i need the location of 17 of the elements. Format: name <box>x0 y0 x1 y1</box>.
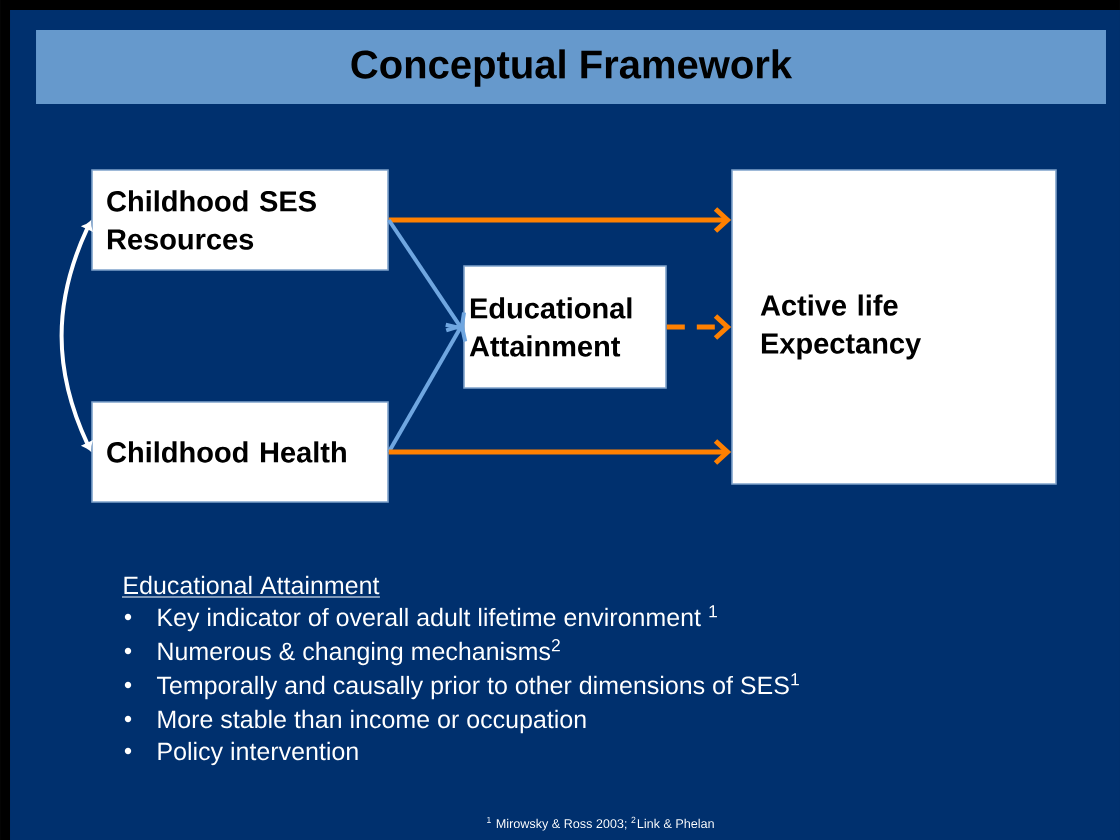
title-banner: Conceptual Framework <box>36 30 1106 104</box>
bullet-text: Temporally and causally prior to other dimensions of SES$^{1}$ <box>157 673 799 700</box>
process-box: Childhood Health <box>91 401 389 503</box>
bullet-text: More stable than income or occupation <box>158 709 586 734</box>
arrow <box>388 439 732 465</box>
arrow <box>387 323 468 453</box>
arrow <box>388 207 732 233</box>
process-box: Active life Expectancy <box>731 169 1057 485</box>
process-box: Educational Attainment <box>463 265 667 389</box>
arrow <box>666 314 732 340</box>
bullet-text: Key indicator of overall adult lifetime environment $^{1}$ <box>158 605 717 632</box>
arrow <box>59 221 93 451</box>
arrow <box>387 218 466 331</box>
bullet-text: Policy intervention <box>158 741 358 766</box>
bullet-text: Numerous & changing mechanisms$^{2}$ <box>158 639 560 666</box>
process-box: Childhood SES Resources <box>91 169 389 271</box>
heading: Educational Attainment <box>121 575 381 598</box>
